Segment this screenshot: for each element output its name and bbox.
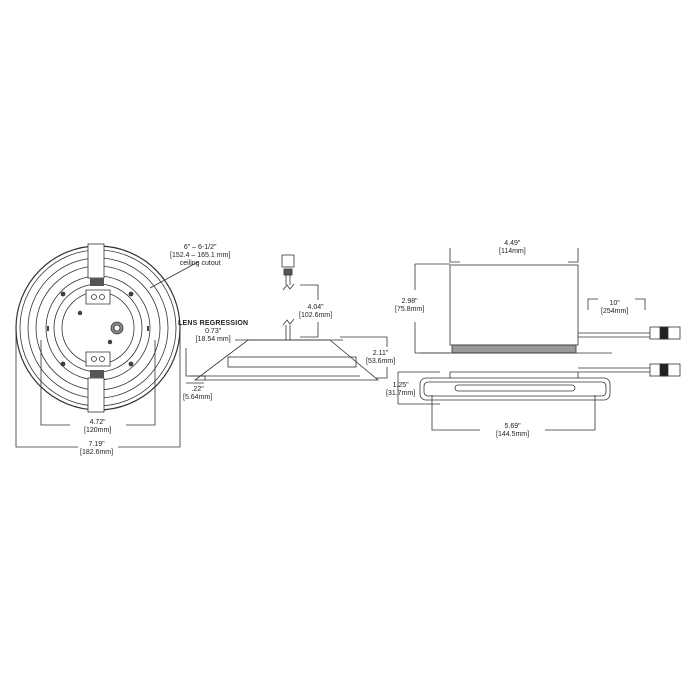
- cable-length-mm: [254mm]: [601, 308, 629, 315]
- driver-height-in: 2.98": [401, 298, 418, 305]
- lens-regression-mm: [18.54 mm]: [195, 336, 231, 343]
- driver-length-mm: [144.5mm]: [496, 431, 530, 438]
- cutout-caption: ceiling cutout: [179, 260, 221, 267]
- flange-mm: [5.64mm]: [183, 394, 213, 401]
- driver-width-in: 4.49": [504, 240, 521, 247]
- lens-regression-in: 0.73": [205, 328, 222, 335]
- cutout-label: 6" – 6-1/2" [152.4 – 165.1 mm] ceiling c…: [170, 244, 230, 268]
- flange-in: .22": [191, 386, 204, 393]
- lens-regression-title: LENS REGRESSION: [178, 320, 249, 327]
- driver-width-mm: [114mm]: [499, 248, 526, 255]
- driver-bottom-view: [397, 363, 681, 431]
- driver-height-mm: [75.8mm]: [395, 306, 425, 313]
- flange-label: .22" [5.64mm]: [183, 386, 212, 402]
- outer-width-label: 7.19" [182.6mm]: [80, 441, 113, 457]
- front-view: [15, 243, 199, 448]
- inner-width-in: 4.72": [89, 419, 106, 426]
- driver-height-label: 2.98" [75.8mm]: [395, 298, 424, 314]
- driver-bottom-height-mm: [31.7mm]: [386, 390, 416, 397]
- cutout-inches: 6" – 6-1/2": [183, 244, 217, 251]
- connector-length-label: 4.04" [102.6mm]: [299, 304, 332, 320]
- driver-length-label: 5.69" [144.5mm]: [496, 423, 529, 439]
- driver-length-in: 5.69": [504, 423, 521, 430]
- driver-side-view: [414, 248, 681, 354]
- lens-regression-label: LENS REGRESSION 0.73" [18.54 mm]: [178, 320, 248, 344]
- inner-width-mm: [120mm]: [84, 427, 112, 434]
- side-view: [185, 254, 388, 384]
- driver-bottom-height-label: 1.25" [31.7mm]: [386, 382, 415, 398]
- connector-length-mm: [102.6mm]: [299, 312, 333, 319]
- cable-length-in: 10": [609, 300, 620, 307]
- driver-width-label: 4.49" [114mm]: [499, 240, 526, 256]
- side-height-label: 2.11" [53.6mm]: [366, 350, 395, 366]
- outer-width-mm: [182.6mm]: [80, 449, 114, 456]
- side-height-mm: [53.6mm]: [366, 358, 396, 365]
- driver-bottom-height-in: 1.25": [392, 382, 409, 389]
- connector-length-in: 4.04": [307, 304, 324, 311]
- outer-width-in: 7.19": [88, 441, 105, 448]
- side-height-in: 2.11": [372, 350, 389, 357]
- cutout-mm: [152.4 – 165.1 mm]: [170, 252, 231, 259]
- inner-width-label: 4.72" [120mm]: [84, 419, 111, 435]
- cable-length-label: 10" [254mm]: [601, 300, 628, 316]
